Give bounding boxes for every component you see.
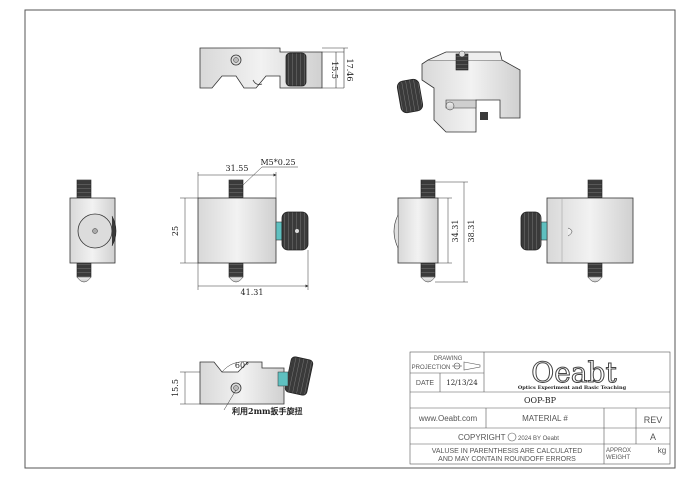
top-view bbox=[199, 47, 348, 89]
front-view bbox=[180, 166, 309, 290]
dim-bottom-height: 15.5 bbox=[171, 379, 180, 397]
tb-disclaimer-line1: VALUSE IN PARENTHESIS ARE CALCULATED bbox=[432, 448, 583, 455]
title-block bbox=[409, 351, 671, 465]
tb-weight-label: WEIGHT bbox=[606, 455, 630, 461]
tb-rev-label: REV bbox=[644, 415, 663, 425]
logo-tagline: Optics Experiment and Basic Teaching bbox=[518, 385, 627, 391]
dim-front-height: 25 bbox=[171, 226, 180, 236]
oeabt-logo: Oeabt Optics Experiment and Basic Teachi… bbox=[518, 356, 627, 392]
projection-symbol-icon bbox=[452, 361, 481, 371]
tb-drawing-label: DRAWING bbox=[434, 356, 463, 362]
tb-website: www.Oeabt.com bbox=[418, 414, 478, 423]
tb-copyright: COPYRIGHT bbox=[458, 433, 506, 442]
left-view bbox=[69, 179, 117, 283]
tb-material-label: MATERIAL # bbox=[522, 414, 568, 423]
dim-top-inner: 15.5 bbox=[330, 61, 339, 79]
tb-date-label: DATE bbox=[416, 380, 434, 387]
dim-thread-callout: M5*0.25 bbox=[260, 158, 295, 167]
dim-front-partial: 31.55 bbox=[226, 164, 249, 173]
tb-copyright-year: 2024 BY Oeabt bbox=[518, 436, 559, 442]
iso-view bbox=[396, 50, 521, 133]
logo-text: Oeabt bbox=[531, 356, 617, 389]
sheet-border bbox=[24, 9, 676, 469]
dim-top-outer: 17.46 bbox=[345, 59, 354, 82]
copyright-symbol-icon bbox=[507, 432, 517, 442]
tb-part-number: OOP-BP bbox=[524, 396, 557, 405]
bottom-view bbox=[180, 356, 314, 411]
tb-rev-value: A bbox=[650, 432, 656, 442]
tb-weight-unit: kg bbox=[658, 446, 666, 455]
knob-icon bbox=[285, 52, 307, 87]
side-view bbox=[393, 179, 468, 283]
dim-side-inner: 34.31 bbox=[451, 220, 460, 243]
tb-projection-label: PROJECTION bbox=[412, 365, 451, 371]
iso-knob-icon bbox=[396, 78, 424, 114]
dim-side-outer: 38.31 bbox=[467, 220, 476, 243]
dim-bottom-note: 利用2mm扳手旋扭 bbox=[231, 406, 303, 416]
tb-approx-label: APPROX bbox=[606, 448, 631, 454]
back-view bbox=[520, 179, 634, 283]
tb-disclaimer-line2: AND MAY CONTAIN ROUNDOFF ERRORS bbox=[438, 456, 576, 463]
tb-date-value: 12/13/24 bbox=[446, 379, 478, 387]
dim-bottom-angle: 60° bbox=[235, 361, 249, 370]
dim-front-total: 41.31 bbox=[241, 288, 264, 297]
back-knob-icon bbox=[520, 211, 542, 251]
bottom-knob-icon bbox=[284, 356, 314, 396]
